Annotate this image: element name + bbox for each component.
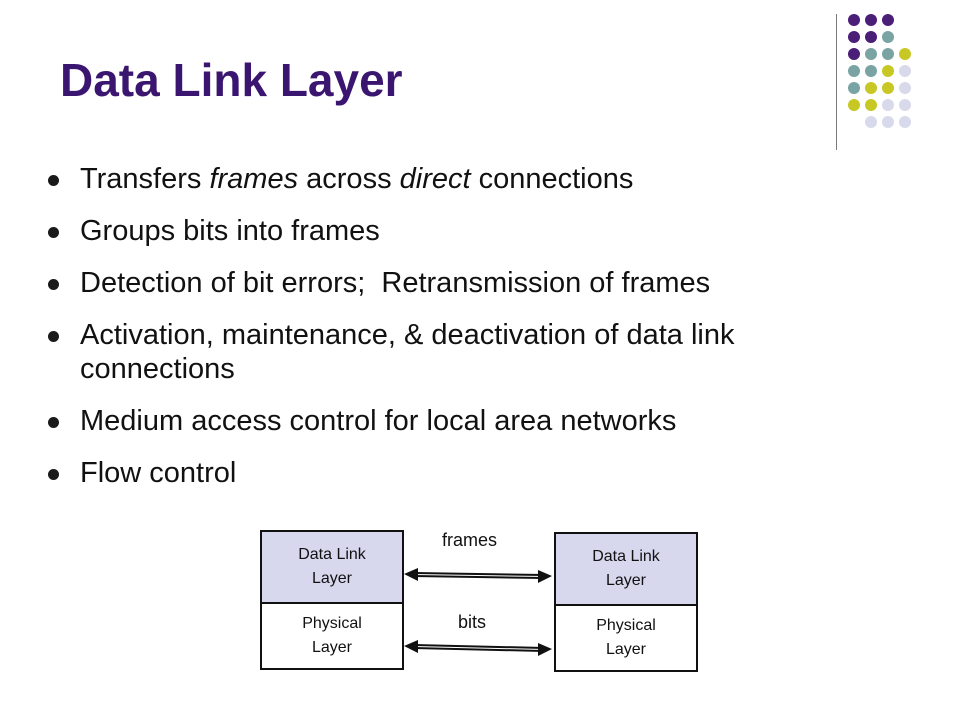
bullet-item: Flow control <box>48 456 928 490</box>
frames-label: frames <box>442 530 498 550</box>
decor-dot <box>848 82 860 94</box>
bullet-text-part-italic: direct <box>399 163 471 195</box>
decor-dot <box>899 65 911 77</box>
decor-dot <box>899 48 911 60</box>
decorative-dot-grid <box>848 14 948 134</box>
decor-dot <box>882 48 894 60</box>
bullet-text: Groups bits into frames <box>80 215 380 247</box>
decor-dot <box>882 116 894 128</box>
decor-dot <box>882 31 894 43</box>
decor-dot <box>848 48 860 60</box>
right-physical-label-2: Layer <box>605 641 647 658</box>
bullet-item: Activation, maintenance, & deactivation … <box>48 318 928 386</box>
bullet-item: Detection of bit errors; Retransmission … <box>48 266 928 300</box>
decor-dot <box>865 65 877 77</box>
bullet-list: Transfers frames across direct connectio… <box>48 162 928 508</box>
bits-label: bits <box>458 612 487 632</box>
bullet-item: Medium access control for local area net… <box>48 404 928 438</box>
bullet-item: Transfers frames across direct connectio… <box>48 162 928 196</box>
bullet-text-part-italic: frames <box>209 163 299 195</box>
bullet-text: Medium access control for local area net… <box>80 405 677 437</box>
bullet-text-part: Transfers <box>80 163 210 195</box>
decor-dot <box>882 99 894 111</box>
bullet-item: Groups bits into frames <box>48 214 928 248</box>
bullet-text-line-2: connections <box>80 353 235 385</box>
decor-dot <box>882 65 894 77</box>
decor-dot <box>865 99 877 111</box>
decor-dot <box>865 82 877 94</box>
bullet-text-part: connections <box>470 163 634 195</box>
decor-dot <box>848 99 860 111</box>
left-data-link-label-1: Data Link <box>298 546 366 563</box>
left-physical-label-2: Layer <box>311 639 353 656</box>
left-physical-box: Physical Layer <box>262 604 402 668</box>
left-layer-stack: Data Link Layer Physical Layer <box>260 530 404 670</box>
bullet-text: Transfers frames across direct connectio… <box>80 162 928 196</box>
decor-dot <box>865 48 877 60</box>
decor-dot <box>882 82 894 94</box>
right-data-link-label-2: Layer <box>605 572 647 589</box>
decor-dot <box>848 65 860 77</box>
right-layer-stack: Data Link Layer Physical Layer <box>554 532 698 672</box>
left-data-link-box: Data Link Layer <box>262 532 402 604</box>
decor-dot <box>865 116 877 128</box>
decor-dot <box>848 31 860 43</box>
left-physical-label-1: Physical <box>302 615 362 632</box>
decor-dot <box>865 14 877 26</box>
right-data-link-label-1: Data Link <box>592 548 660 565</box>
right-physical-box: Physical Layer <box>556 606 696 670</box>
bullet-text: Flow control <box>80 457 237 489</box>
bits-double-arrow <box>404 640 552 656</box>
decor-dot <box>899 99 911 111</box>
bullet-text-line-1: Activation, maintenance, & deactivation … <box>80 319 735 351</box>
bullet-text-part: across <box>298 163 400 195</box>
bullet-text: Detection of bit errors; Retransmission … <box>80 267 711 299</box>
decor-dot <box>882 14 894 26</box>
left-data-link-label-2: Layer <box>311 570 353 587</box>
right-physical-label-1: Physical <box>596 617 656 634</box>
slide-title: Data Link Layer <box>60 54 403 106</box>
decor-dot <box>848 14 860 26</box>
divider-line <box>836 14 837 150</box>
frames-double-arrow <box>404 568 552 583</box>
decor-dot <box>899 116 911 128</box>
decor-dot <box>899 82 911 94</box>
right-data-link-box: Data Link Layer <box>556 534 696 606</box>
decor-dot <box>865 31 877 43</box>
